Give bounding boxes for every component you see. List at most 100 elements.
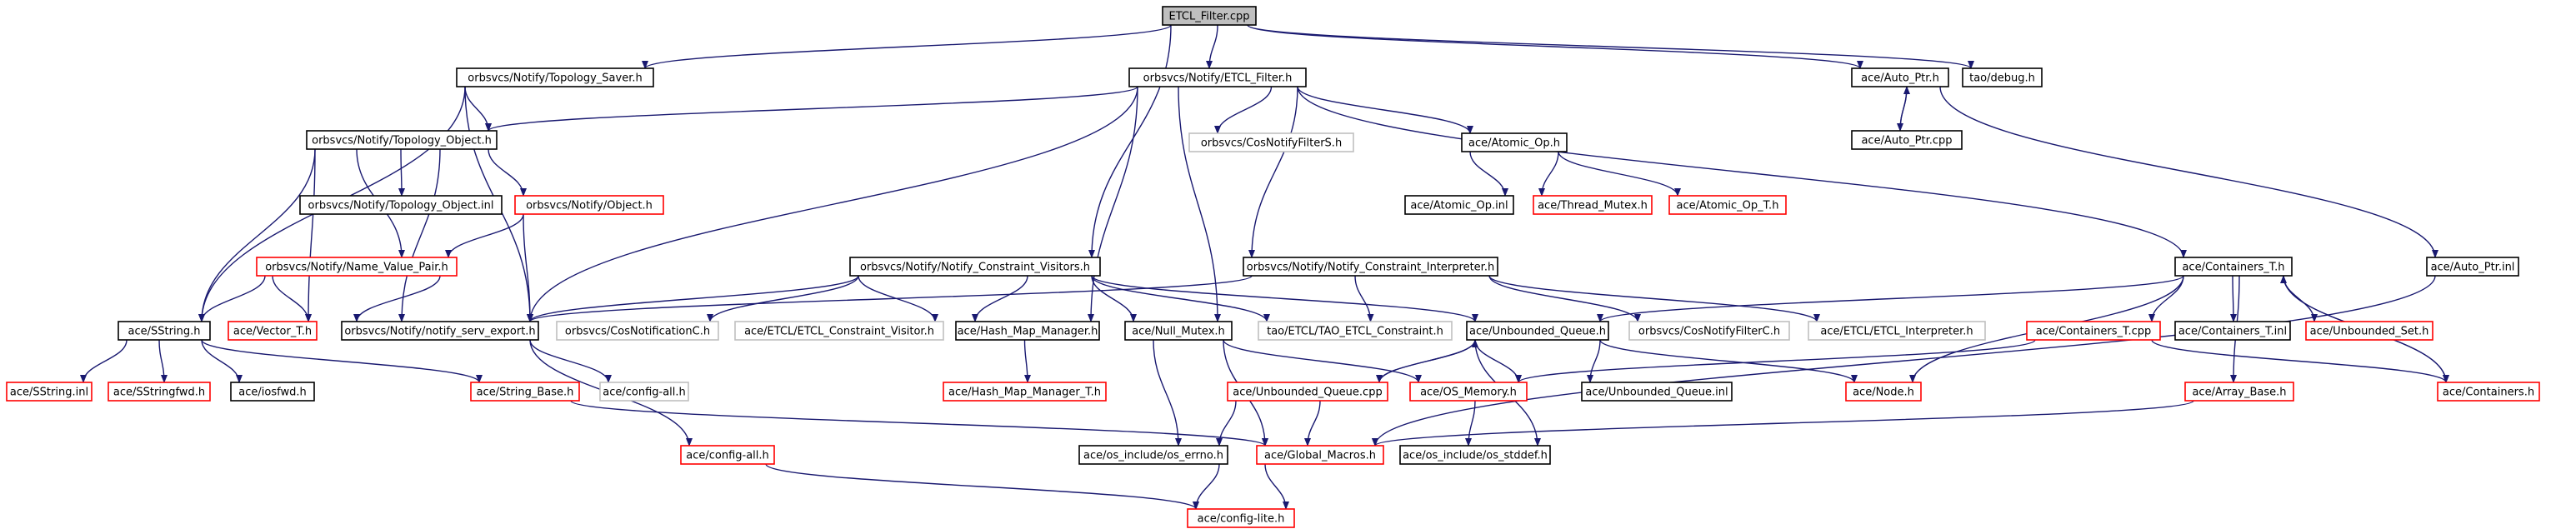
node-box <box>2426 257 2519 277</box>
edge-etcl-filter-cpp-to-auto-ptr-h <box>1247 24 1863 69</box>
edge-sstring-h-to-iosfwd-h <box>201 339 243 383</box>
node-config-lite-h[interactable]: ace/config-lite.h <box>1187 508 1295 528</box>
node-auto-ptr-h[interactable]: ace/Auto_Ptr.h <box>1851 67 1949 87</box>
node-topology-object-h[interactable]: orbsvcs/Notify/Topology_Object.h <box>306 130 498 150</box>
node-cosnotificationc-h[interactable]: orbsvcs/CosNotificationC.h <box>556 321 719 341</box>
node-auto-ptr-inl[interactable]: ace/Auto_Ptr.inl <box>2426 257 2519 277</box>
node-box <box>108 382 211 402</box>
node-label: ace/ETCL/ETCL_Interpreter.h <box>1820 326 1973 338</box>
node-vector-t-h[interactable]: ace/Vector_T.h <box>228 321 318 341</box>
edge-etcl-filter-cpp-to-constraint-visitors-h <box>1088 24 1172 258</box>
node-box <box>341 321 539 341</box>
node-array-base-h[interactable]: ace/Array_Base.h <box>2184 382 2294 402</box>
node-box <box>2026 321 2161 341</box>
node-atomic-op-t-h[interactable]: ace/Atomic_Op_T.h <box>1668 195 1787 215</box>
node-box <box>299 195 503 215</box>
node-constraint-visitors-h[interactable]: orbsvcs/Notify/Notify_Constraint_Visitor… <box>849 257 1101 277</box>
node-cosnotifyfilterc-h[interactable]: orbsvcs/CosNotifyFilterC.h <box>1628 321 1790 341</box>
node-box <box>1124 321 1233 341</box>
node-box <box>2174 321 2291 341</box>
node-label: ace/Unbounded_Set.h <box>2310 326 2429 338</box>
node-atomic-op-inl[interactable]: ace/Atomic_Op.inl <box>1404 195 1514 215</box>
node-label: ace/OS_Memory.h <box>1420 387 1517 399</box>
node-hash-map-manager-h[interactable]: ace/Hash_Map_Manager.h <box>955 321 1100 341</box>
edge-etcl-filter-cpp-to-tao-debug-h <box>1247 24 1974 69</box>
node-atomic-op-h[interactable]: ace/Atomic_Op.h <box>1461 132 1568 152</box>
node-unbounded-queue-h[interactable]: ace/Unbounded_Queue.h <box>1466 321 1609 341</box>
edge-containers-t-h-to-unbounded-queue-h <box>1597 275 2184 322</box>
edge-topology-object-h-to-notify-object-h <box>488 148 527 197</box>
node-global-macros-h[interactable]: ace/Global_Macros.h <box>1256 445 1384 465</box>
node-label: ace/SString.inl <box>10 387 88 399</box>
node-os-memory-h[interactable]: ace/OS_Memory.h <box>1409 382 1528 402</box>
node-containers-t-cpp[interactable]: ace/Containers_T.cpp <box>2026 321 2161 341</box>
edge-notify-object-h-to-name-value-pair-h <box>445 213 524 258</box>
node-box <box>734 321 944 341</box>
node-label: tao/ETCL/TAO_ETCL_Constraint.h <box>1267 326 1443 338</box>
node-label: ace/Atomic_Op_T.h <box>1677 200 1779 212</box>
node-config-all-h-ext[interactable]: ace/config-all.h <box>599 382 689 402</box>
node-sstring-h[interactable]: ace/SString.h <box>118 321 211 341</box>
node-box <box>470 382 580 402</box>
node-box <box>228 321 318 341</box>
node-string-base-h[interactable]: ace/String_Base.h <box>470 382 580 402</box>
edge-etcl-filter-h-to-constraint-interpreter-h <box>1248 86 1298 258</box>
node-label: ace/SString.h <box>128 326 201 338</box>
node-tao-etcl-constraint-h[interactable]: tao/ETCL/TAO_ETCL_Constraint.h <box>1258 321 1453 341</box>
node-etcl-interpreter-h[interactable]: ace/ETCL/ETCL_Interpreter.h <box>1808 321 1986 341</box>
node-auto-ptr-cpp[interactable]: ace/Auto_Ptr.cpp <box>1851 130 1963 150</box>
node-notify-object-h[interactable]: orbsvcs/Notify/Object.h <box>514 195 664 215</box>
node-box <box>6 382 93 402</box>
edge-containers-t-h-to-unbounded-set-h <box>2283 275 2318 322</box>
node-label: ace/Hash_Map_Manager_T.h <box>948 387 1101 399</box>
edge-etcl-filter-h-to-containers-t-h <box>1297 86 2187 258</box>
node-unbounded-set-h[interactable]: ace/Unbounded_Set.h <box>2305 321 2433 341</box>
node-box <box>599 382 689 402</box>
node-sstring-inl[interactable]: ace/SString.inl <box>6 382 93 402</box>
edge-unbounded-queue-cpp-to-unbounded-queue-h <box>1378 339 1478 383</box>
node-thread-mutex-h[interactable]: ace/Thread_Mutex.h <box>1533 195 1653 215</box>
node-unbounded-queue-inl[interactable]: ace/Unbounded_Queue.inl <box>1581 382 1733 402</box>
node-box <box>118 321 211 341</box>
node-box <box>256 257 458 277</box>
node-label: ace/Hash_Map_Manager.h <box>958 326 1098 338</box>
node-unbounded-queue-cpp[interactable]: ace/Unbounded_Queue.cpp <box>1227 382 1388 402</box>
node-box <box>230 382 315 402</box>
node-topology-object-inl[interactable]: orbsvcs/Notify/Topology_Object.inl <box>299 195 503 215</box>
node-node-h[interactable]: ace/Node.h <box>1845 382 1922 402</box>
node-box <box>2437 382 2540 402</box>
node-hash-map-manager-t-h[interactable]: ace/Hash_Map_Manager_T.h <box>943 382 1107 402</box>
node-cosnotifyfilters-h[interactable]: orbsvcs/CosNotifyFilterS.h <box>1188 132 1354 152</box>
node-os-stddef-h[interactable]: ace/os_include/os_stddef.h <box>1399 445 1551 465</box>
node-label: ace/os_include/os_stddef.h <box>1403 450 1548 462</box>
node-constraint-interpreter-h[interactable]: orbsvcs/Notify/Notify_Constraint_Interpr… <box>1243 257 1498 277</box>
node-box <box>1243 257 1498 277</box>
node-os-errno-h[interactable]: ace/os_include/os_errno.h <box>1078 445 1228 465</box>
node-label: ace/Node.h <box>1853 387 1914 399</box>
node-etcl-filter-cpp[interactable]: ETCL_Filter.cpp <box>1162 6 1257 26</box>
node-sstringfwd-h[interactable]: ace/SStringfwd.h <box>108 382 211 402</box>
node-box <box>849 257 1101 277</box>
node-label: ace/Auto_Ptr.h <box>1861 72 1939 85</box>
node-containers-t-inl[interactable]: ace/Containers_T.inl <box>2174 321 2291 341</box>
node-etcl-filter-h[interactable]: orbsvcs/Notify/ETCL_Filter.h <box>1128 67 1307 87</box>
node-box <box>1668 195 1787 215</box>
node-name-value-pair-h[interactable]: orbsvcs/Notify/Name_Value_Pair.h <box>256 257 458 277</box>
node-iosfwd-h[interactable]: ace/iosfwd.h <box>230 382 315 402</box>
node-notify-serv-export-h[interactable]: orbsvcs/Notify/notify_serv_export.h <box>341 321 539 341</box>
node-topology-saver-h[interactable]: orbsvcs/Notify/Topology_Saver.h <box>456 67 654 87</box>
node-containers-t-h[interactable]: ace/Containers_T.h <box>2174 257 2293 277</box>
node-etcl-constraint-visitor-h[interactable]: ace/ETCL/ETCL_Constraint_Visitor.h <box>734 321 944 341</box>
edge-unbounded-queue-h-to-node-h <box>1599 339 1858 383</box>
node-config-all-h[interactable]: ace/config-all.h <box>680 445 775 465</box>
edge-containers-t-cpp-to-os-memory-h <box>1515 339 2036 383</box>
node-containers-h[interactable]: ace/Containers.h <box>2437 382 2540 402</box>
edge-atomic-op-h-to-atomic-op-inl <box>1469 151 1508 197</box>
node-tao-debug-h[interactable]: tao/debug.h <box>1962 67 2043 87</box>
node-box <box>1256 445 1384 465</box>
node-box <box>943 382 1107 402</box>
node-label: ace/Unbounded_Queue.cpp <box>1233 387 1382 399</box>
node-null-mutex-h[interactable]: ace/Null_Mutex.h <box>1124 321 1233 341</box>
node-label: orbsvcs/Notify/notify_serv_export.h <box>344 326 535 338</box>
